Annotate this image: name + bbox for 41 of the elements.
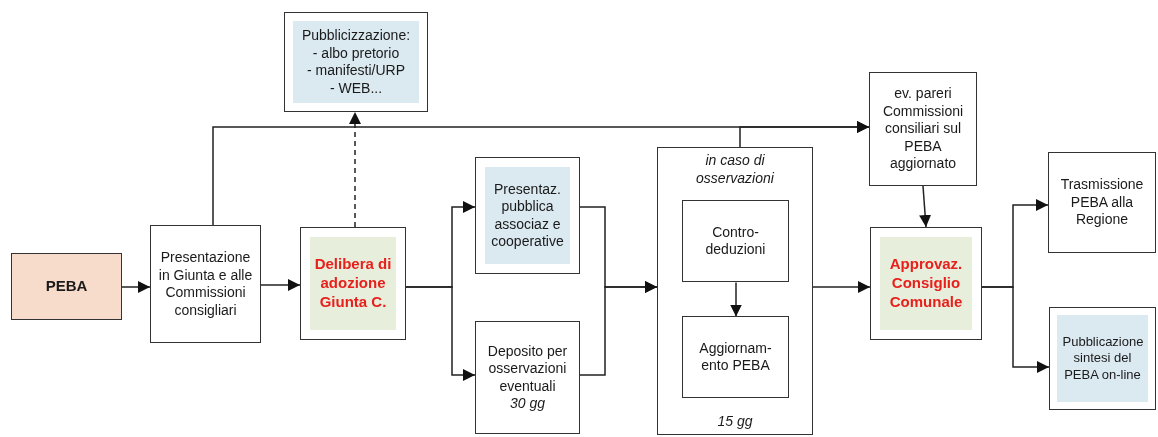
- note-text: 15 gg: [717, 412, 753, 430]
- box-text: - manifesti/URP: [307, 62, 405, 80]
- box-text: - WEB...: [329, 79, 383, 97]
- box-text: Approvaz. Consiglio Comunale: [888, 255, 964, 312]
- box-text: Aggiornam-ento PEBA: [698, 339, 773, 375]
- box-text: - albo pretorio: [312, 44, 400, 62]
- process-box: [475, 157, 580, 274]
- arrow: [260, 279, 301, 291]
- process-box: [869, 72, 977, 186]
- dashed-arrow: [349, 111, 361, 228]
- box-text: PEBA: [45, 277, 88, 296]
- group-box: [657, 147, 813, 435]
- process-box: [682, 200, 789, 282]
- process-box: [150, 225, 261, 343]
- process-box: [300, 227, 406, 340]
- process-box: [284, 12, 428, 112]
- box-text: Presentaz. pubblica associaz e cooperative: [490, 180, 565, 251]
- box-text: Pubblicazione sintesi del PEBA on-line: [1062, 334, 1143, 383]
- box-text: 30 gg: [509, 395, 545, 413]
- arrow: [812, 281, 871, 293]
- box-text: Presentazione in Giunta e alle Commissioni consigliari: [157, 249, 254, 319]
- process-box: [682, 316, 789, 398]
- box-text: Deposito per osservazioni eventuali: [486, 342, 569, 395]
- process-box: [11, 253, 122, 320]
- box-text: Pubblicizzazione:: [301, 27, 411, 45]
- box-text: Contro-deduzioni: [704, 223, 767, 259]
- process-box: [1049, 307, 1156, 410]
- process-box: [475, 321, 580, 434]
- box-text: Trasmissione PEBA alla Regione: [1059, 176, 1145, 229]
- note-text: in caso di osservazioni: [695, 152, 775, 187]
- arrow: [405, 286, 476, 381]
- box-text: ev. pareri Commissioni consiliari sul PEBA aggiornato: [881, 85, 965, 173]
- arrow: [981, 286, 1050, 373]
- arrow: [730, 281, 742, 318]
- box-text: Delibera di adozione Giunta C.: [313, 255, 393, 312]
- arrow: [739, 121, 870, 148]
- arrow: [579, 281, 658, 376]
- process-box: [870, 227, 982, 340]
- arrow: [121, 281, 151, 293]
- arrow: [919, 185, 932, 228]
- process-box: [1048, 152, 1156, 253]
